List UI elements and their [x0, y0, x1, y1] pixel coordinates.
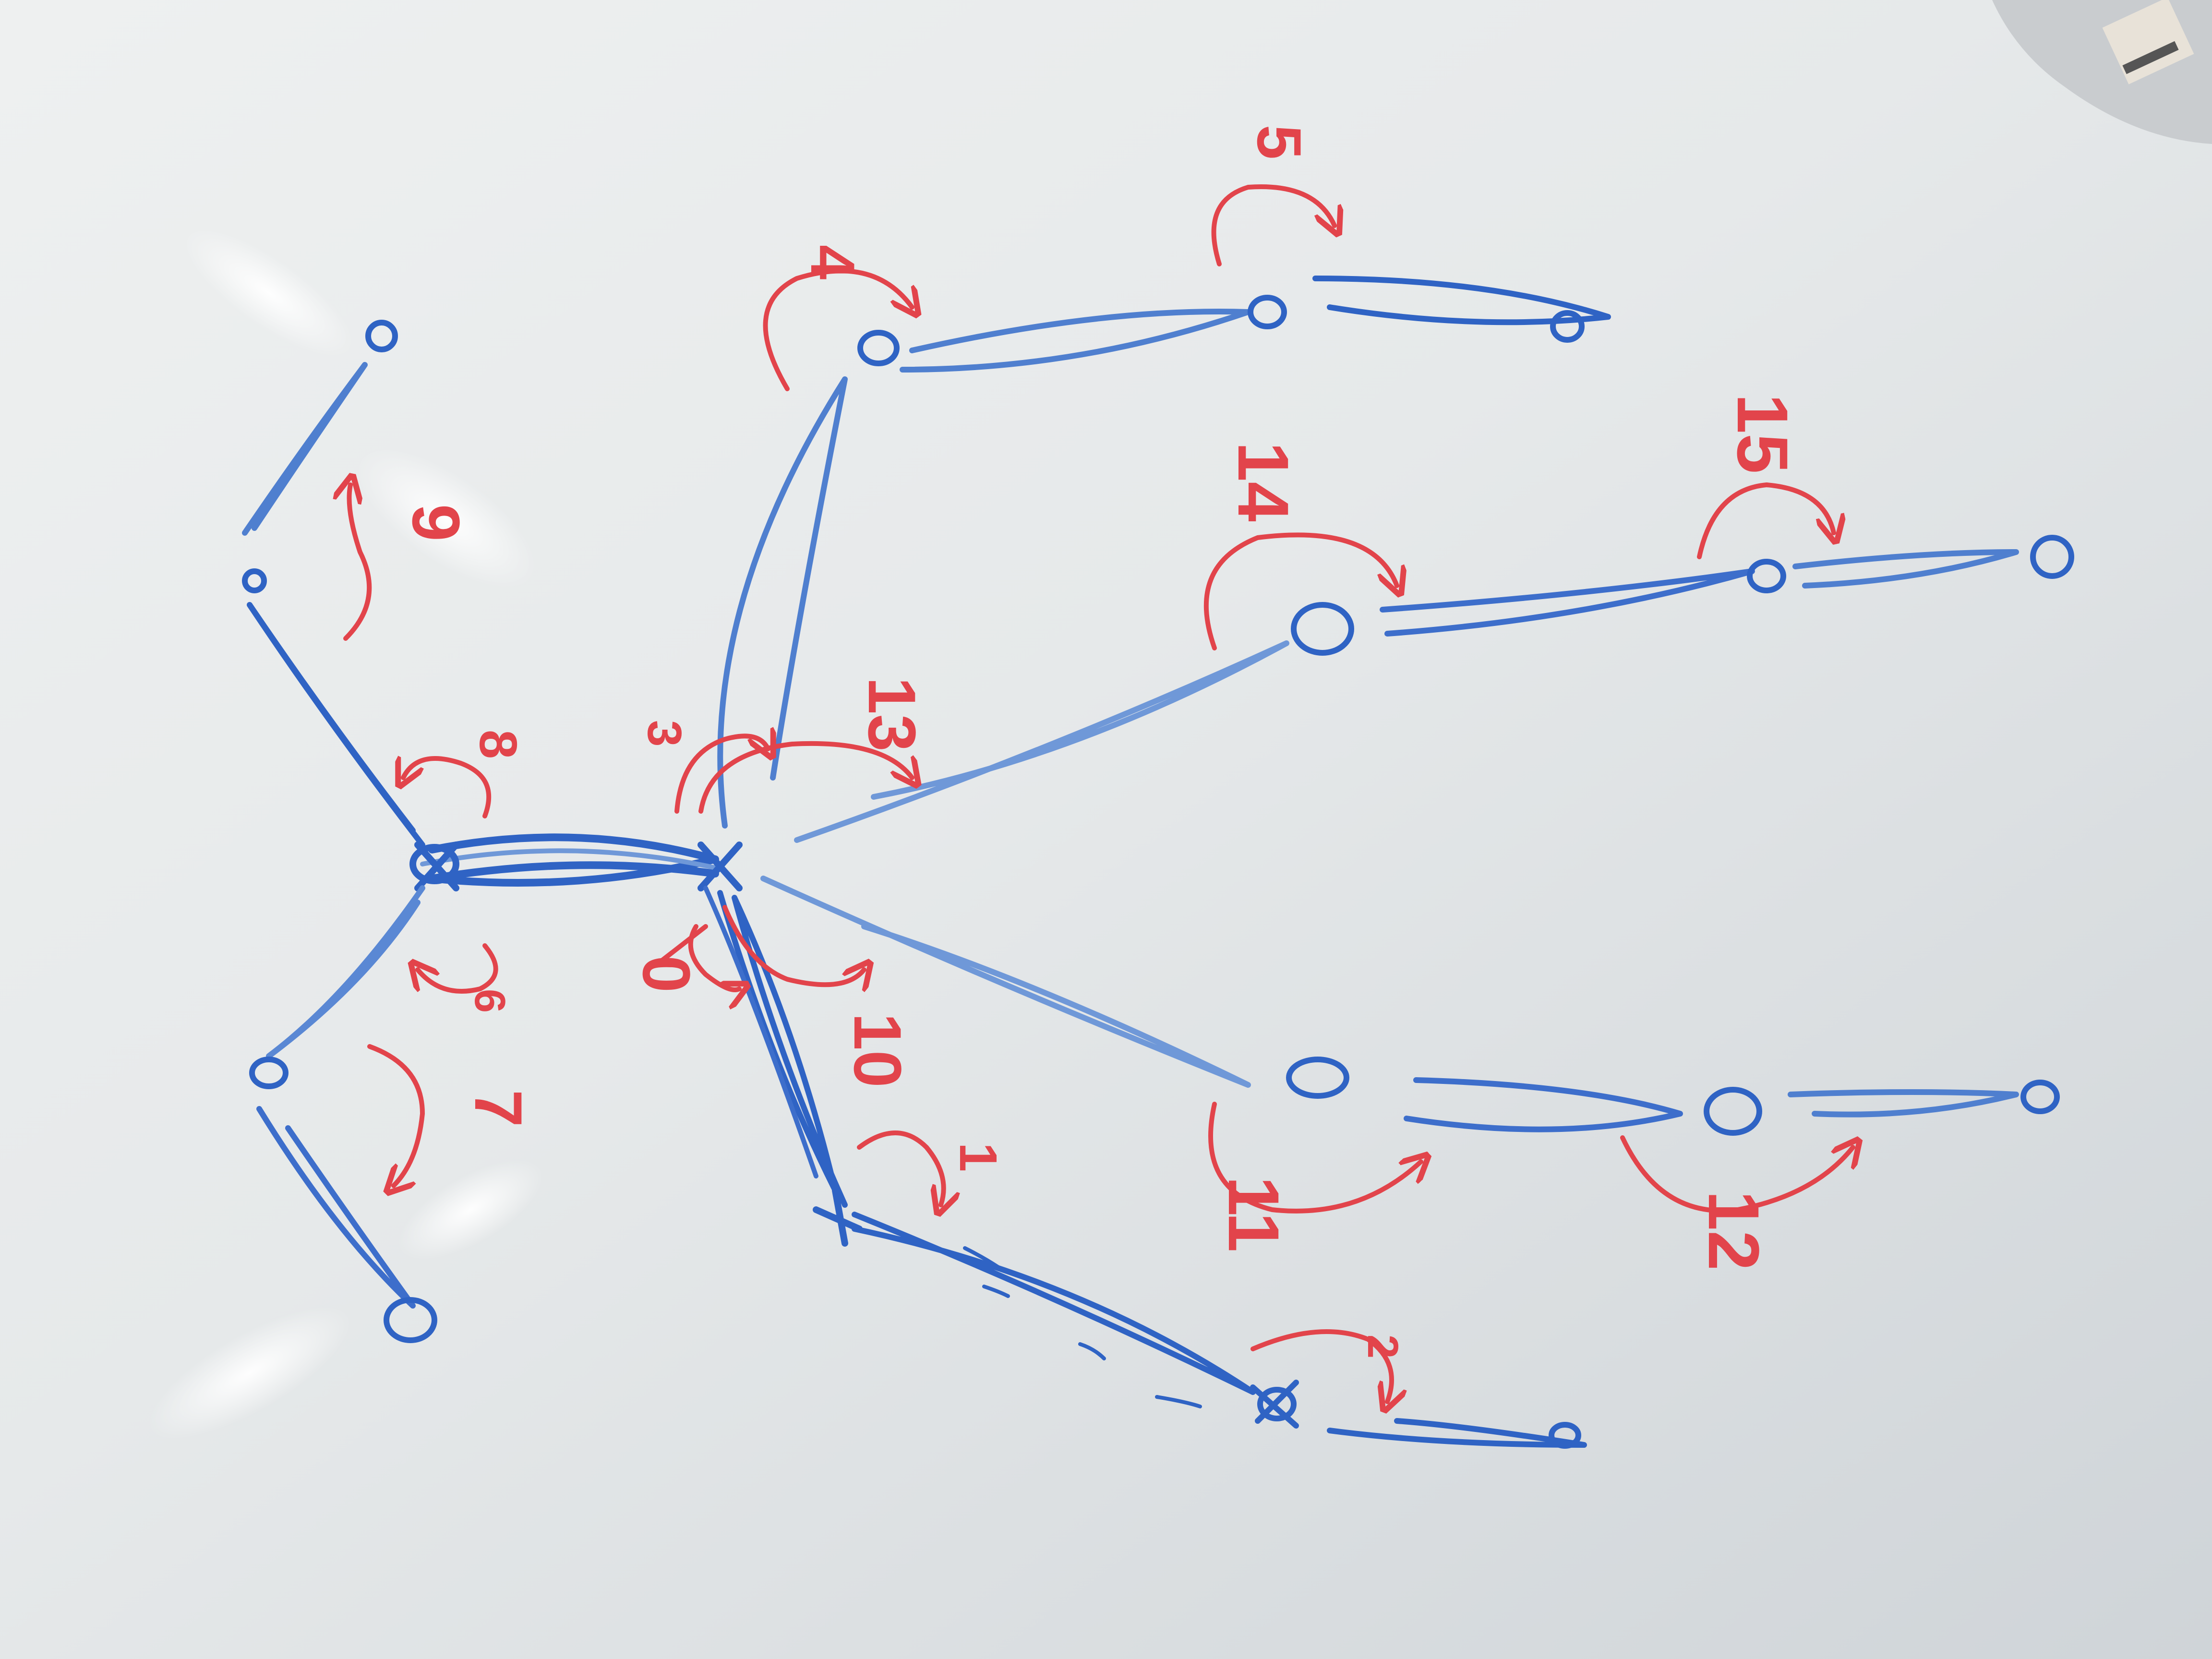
leg-d-ankle-joint — [1704, 1087, 1762, 1136]
head-joint-9 — [242, 568, 267, 593]
arrow-14 — [1203, 532, 1397, 650]
blue-scribble-3 — [1155, 1395, 1202, 1408]
marker-package-corner — [1992, 0, 2212, 144]
label-9: 9 — [398, 504, 474, 541]
arm-b-elbow-joint — [857, 330, 900, 366]
label-11: 11 — [1214, 1176, 1294, 1252]
arrow-6 — [418, 943, 498, 994]
arrow-9 — [346, 485, 372, 641]
rotation-annotations — [346, 184, 1853, 1402]
light-glare-bottom — [148, 1306, 351, 1440]
stick-figure-skeleton — [242, 276, 2074, 1449]
arm-b-wrist-joint — [1248, 295, 1287, 329]
leg-d-shin — [1404, 1077, 1683, 1132]
arm-a-lower — [256, 1106, 416, 1309]
arrow-2 — [1250, 1329, 1392, 1402]
leg-d-knee-joint — [1286, 1057, 1349, 1099]
leg-c-toe-joint — [2030, 535, 2074, 579]
head-top-joint — [365, 320, 398, 352]
label-3: 3 — [637, 720, 691, 747]
arm-b-upper — [717, 376, 848, 829]
arrow-15 — [1697, 482, 1834, 559]
head-bone — [242, 362, 368, 536]
leg-d-toe-joint — [2020, 1080, 2060, 1114]
light-glare-bottom-2 — [397, 1159, 543, 1260]
arrow-12 — [1620, 1138, 1853, 1214]
torso-bone — [428, 833, 719, 887]
label-0: 0 — [629, 955, 704, 993]
label-1: 1 — [949, 1142, 1008, 1172]
label-15: 15 — [1722, 394, 1803, 474]
arrow-13 — [698, 741, 912, 814]
leg-e-cross — [1250, 1380, 1299, 1429]
label-4: 4 — [798, 245, 868, 279]
arm-a-elbow-joint — [249, 1057, 289, 1089]
leg-c-thigh — [794, 640, 1289, 843]
blue-scribble-2 — [1078, 1342, 1106, 1360]
label-14: 14 — [1223, 442, 1304, 522]
label-10: 10 — [840, 1013, 915, 1088]
leg-c-ankle-joint — [1747, 559, 1786, 593]
arm-b-hand — [1312, 276, 1611, 325]
light-glare-top — [184, 228, 354, 357]
label-12: 12 — [1694, 1190, 1774, 1271]
arrow-10 — [722, 905, 864, 985]
torso-bone-outline — [420, 848, 722, 871]
leg-e-thigh — [717, 890, 848, 1208]
leg-d-foot — [1788, 1089, 2019, 1118]
leg-d-thigh — [760, 876, 1251, 1088]
leg-e-knee-joint — [1257, 1387, 1297, 1421]
leg-e-hip-cross — [813, 1187, 863, 1247]
arrow-5 — [1211, 184, 1334, 266]
label-5: 5 — [1244, 125, 1314, 159]
arrow-3 — [674, 736, 768, 814]
arrow-1 — [857, 1130, 944, 1205]
arrow-4 — [763, 268, 912, 391]
arrow-0-slash — [660, 924, 708, 962]
leg-c-knee-joint — [1291, 602, 1354, 656]
arrow-7 — [367, 1044, 425, 1186]
blue-scribble-1 — [963, 1246, 1010, 1298]
label-2: 2 — [1358, 1334, 1407, 1358]
label-8: 8 — [469, 730, 528, 759]
neck-joint — [409, 844, 459, 884]
arm-b-hand-joint — [1550, 310, 1585, 343]
label-7: 7 — [461, 1090, 536, 1127]
pelvis-joint-cross — [697, 842, 743, 891]
label-6: 6 — [466, 989, 514, 1013]
label-13: 13 — [854, 677, 930, 752]
upper-head-bone — [247, 602, 425, 848]
leg-e-toe-joint — [1549, 1422, 1581, 1449]
arm-a-hand-joint — [384, 1297, 437, 1343]
arm-a-upper — [266, 885, 425, 1059]
arrow-8 — [403, 758, 492, 818]
joint-number-labels: 4 5 14 15 9 8 3 13 6 7 0 10 1 2 11 12 — [398, 125, 1803, 1358]
neck-joint-cross — [414, 842, 459, 891]
arrow-11 — [1208, 1102, 1421, 1214]
leg-c-foot — [1792, 549, 2019, 589]
light-glare-top-2 — [356, 448, 537, 589]
